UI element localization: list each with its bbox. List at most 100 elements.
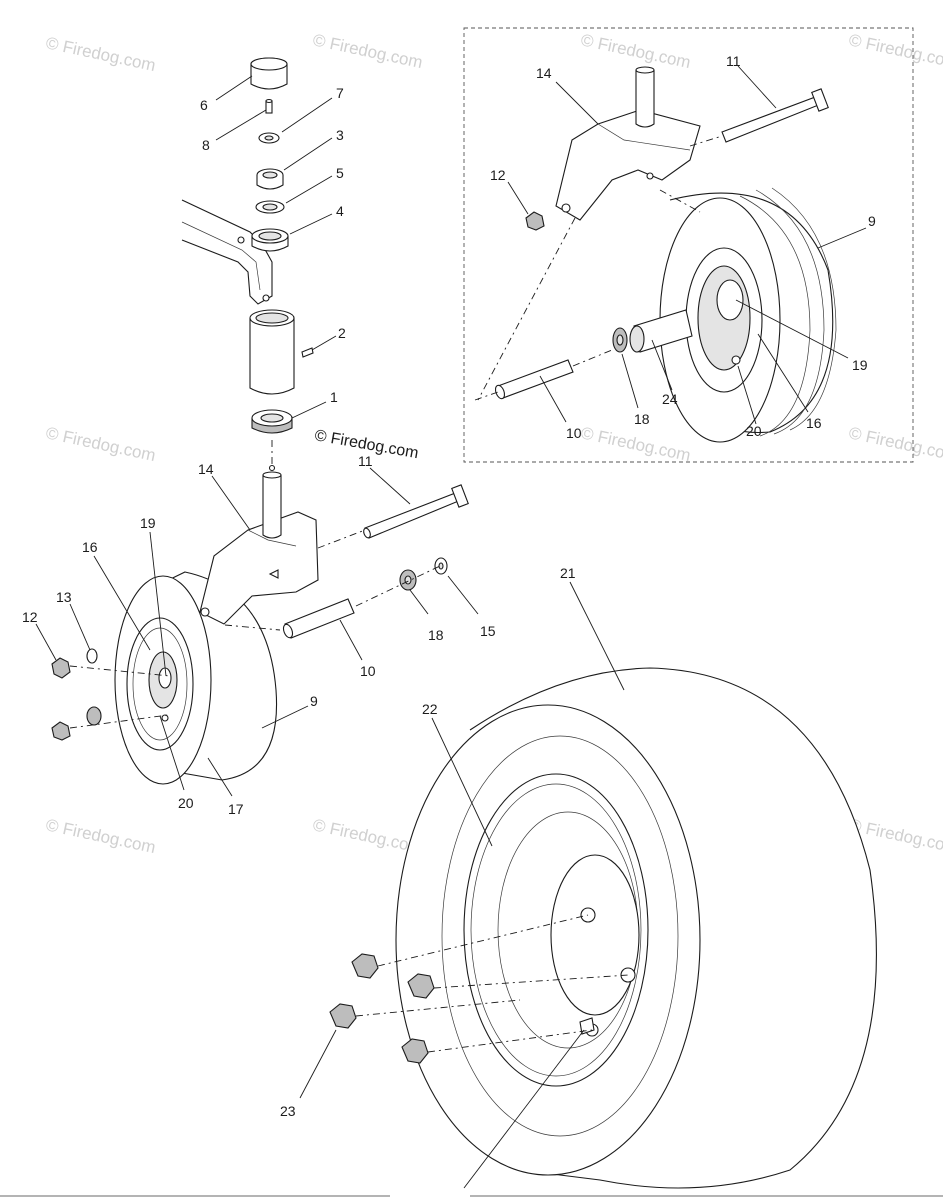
- leader-line: [817, 227, 867, 249]
- callout-4: 4: [336, 203, 344, 219]
- leader-line: [447, 575, 479, 615]
- fork-slot: [268, 569, 279, 579]
- lock-nut: [51, 721, 71, 741]
- leader-line: [299, 1029, 337, 1099]
- fork-hole: [200, 607, 210, 617]
- leader-line: [291, 401, 327, 419]
- center-line: [689, 135, 723, 147]
- flange-bearing-hole: [260, 413, 284, 423]
- inset-fork-edge: [597, 123, 691, 151]
- inset-hub: [716, 279, 744, 321]
- leader-line: [159, 715, 185, 791]
- leader-line: [289, 213, 333, 235]
- axle-bolt: [364, 491, 462, 539]
- center-line: [317, 529, 366, 549]
- pivot-stack: [181, 57, 314, 434]
- grease-fitting-top: [265, 98, 273, 104]
- callout-21: 21: [560, 565, 576, 581]
- callout-12-inset: 12: [490, 167, 506, 183]
- callout-20-inset: 20: [746, 423, 762, 439]
- frame-arm: [181, 199, 273, 305]
- callout-15: 15: [480, 623, 496, 639]
- watermark: © Firedog.com: [847, 30, 943, 72]
- washer-hole: [264, 135, 274, 141]
- center-line: [572, 349, 613, 367]
- leader-line: [93, 555, 151, 651]
- inset-fork: [555, 109, 701, 221]
- watermark: © Firedog.com: [44, 423, 157, 465]
- frame-arm-edge: [181, 221, 261, 291]
- inset-fork-hole: [561, 203, 571, 213]
- leader-line: [555, 81, 599, 125]
- callout-11: 11: [358, 453, 373, 469]
- watermark: © Firedog.com: [44, 33, 157, 75]
- leader-line: [757, 333, 809, 413]
- callout-10-inset: 10: [566, 425, 582, 441]
- leader-line: [281, 97, 333, 133]
- center-line: [433, 974, 629, 989]
- center-line: [377, 914, 589, 967]
- inset-spindle: [635, 70, 655, 128]
- callout-6: 6: [200, 97, 208, 113]
- callout-19: 19: [140, 515, 156, 531]
- callout-5: 5: [336, 165, 344, 181]
- leader-line: [211, 475, 251, 531]
- center-line: [477, 217, 576, 401]
- caster-fork: [199, 511, 319, 625]
- inset-border: [463, 27, 914, 463]
- spacer-bushing-hole: [404, 575, 412, 585]
- callout-2: 2: [338, 325, 346, 341]
- callout-19-inset: 19: [852, 357, 868, 373]
- inset-spacer-bushing-hole: [616, 334, 624, 346]
- leader-line: [369, 467, 411, 505]
- callout-16-inset: 16: [806, 415, 822, 431]
- callout-numbers: 6 7 8 3 5 4 2 1 14 11 19 16 13 12 18 15 …: [22, 53, 876, 1119]
- drive-rim-lip: [470, 783, 642, 1077]
- leader-line: [69, 603, 91, 651]
- caster-fork-edge: [247, 529, 297, 547]
- leader-line: [215, 109, 267, 141]
- drive-hub: [550, 854, 640, 1016]
- dust-cap-body: [250, 64, 288, 90]
- callout-3: 3: [336, 127, 344, 143]
- callout-22: 22: [422, 701, 438, 717]
- callout-24: 24: [662, 391, 678, 407]
- leader-line: [737, 65, 777, 109]
- inset-tread: [739, 195, 811, 437]
- callout-1: 1: [330, 389, 338, 405]
- axle-spacer-end: [282, 623, 294, 639]
- leader-line: [621, 353, 639, 409]
- zerk-fitting: [301, 347, 314, 358]
- caster-rim-inner: [132, 627, 188, 741]
- leader-line: [285, 175, 333, 204]
- lug-nut: [329, 1003, 357, 1029]
- callout-13: 13: [56, 589, 72, 605]
- watermark: © Firedog.com: [579, 423, 692, 465]
- leader-line: [311, 335, 337, 351]
- bearing-body: [256, 175, 284, 190]
- bushing: [86, 706, 102, 726]
- leader-line: [507, 181, 529, 215]
- frame-hole: [262, 294, 270, 302]
- lug-hole: [620, 967, 636, 983]
- axle-bolt-end: [363, 527, 371, 539]
- inset-spindle-top: [635, 66, 655, 74]
- caster-assembly: [51, 440, 469, 785]
- leader-line: [735, 299, 849, 359]
- leader-line: [283, 137, 333, 171]
- center-line: [224, 624, 281, 631]
- leader-line: [215, 75, 253, 101]
- spacer-washer-hole: [262, 203, 278, 211]
- callout-14: 14: [198, 461, 214, 477]
- watermark: © Firedog.com: [44, 815, 157, 857]
- flat-washer-hole: [438, 562, 444, 570]
- leader-line: [339, 619, 363, 661]
- callout-11-inset: 11: [726, 53, 741, 69]
- callout-9-inset: 9: [868, 213, 876, 229]
- leader-line: [431, 717, 493, 847]
- leader-lines: [35, 65, 867, 1189]
- callout-9: 9: [310, 693, 318, 709]
- lug-nut: [351, 953, 379, 979]
